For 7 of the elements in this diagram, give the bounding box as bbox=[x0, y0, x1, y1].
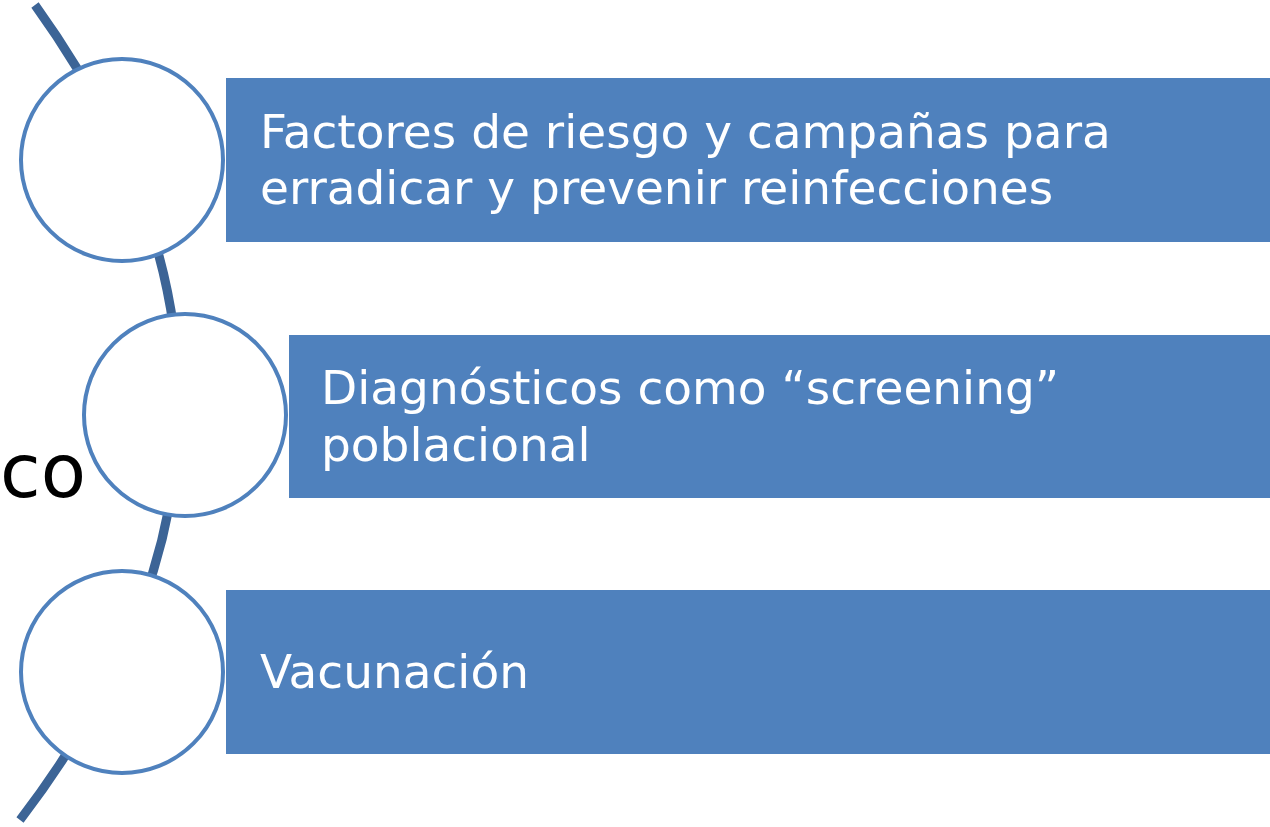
item-text: Factores de riesgo y campañas para erradicar y prevenir reinfecciones bbox=[260, 103, 1112, 217]
item-text: Diagnósticos como “screening” poblacional bbox=[321, 360, 1061, 473]
list-bar bbox=[226, 78, 1270, 242]
partial-word: co bbox=[0, 428, 86, 514]
list-bar bbox=[289, 335, 1270, 498]
list-bar bbox=[226, 590, 1270, 754]
item-text: Vacunación bbox=[260, 643, 529, 701]
